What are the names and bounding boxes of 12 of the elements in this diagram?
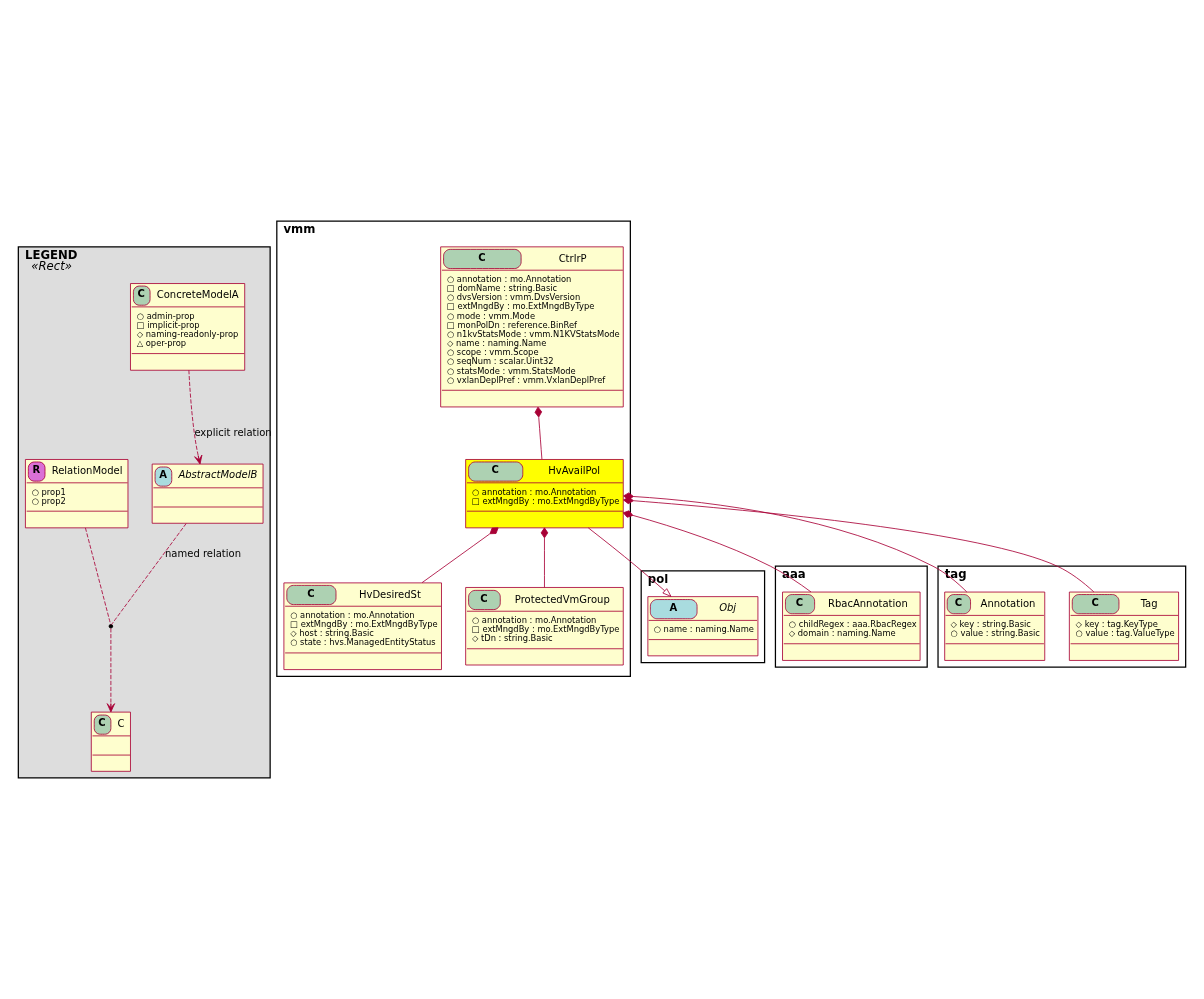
- arrow: [587, 527, 672, 597]
- connector: [421, 527, 499, 584]
- arrow: [106, 627, 116, 713]
- node-point: [108, 624, 114, 629]
- arrow: [188, 369, 203, 465]
- edge-label: named relation: [165, 547, 242, 559]
- connector: [622, 510, 812, 593]
- connector: [111, 523, 187, 625]
- connector: [534, 406, 543, 460]
- connector: [540, 527, 549, 588]
- connector: [623, 496, 1095, 593]
- connector: [85, 527, 112, 625]
